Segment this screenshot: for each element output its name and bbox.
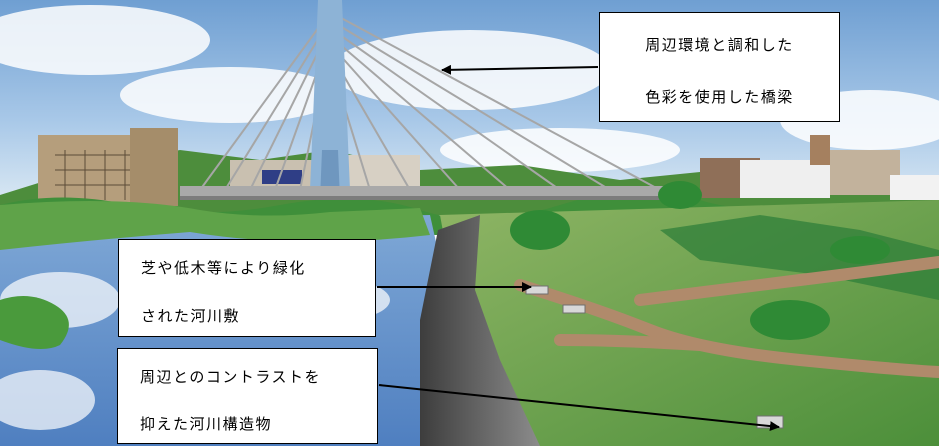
bridge-callout-line2: 色彩を使用した橋梁 — [645, 88, 794, 106]
cable-stayed-bridge — [180, 0, 690, 200]
structure-arrow — [378, 384, 780, 432]
walking-paths — [514, 256, 939, 378]
bridge-callout: 周辺環境と調和した 色彩を使用した橋梁 — [599, 12, 840, 122]
shrubs — [510, 181, 890, 340]
riverbed-callout-line1: 芝や低木等により緑化 — [141, 259, 306, 277]
embankment-slopes — [660, 215, 939, 300]
riverbed-callout: 芝や低木等により緑化 された河川敷 — [118, 239, 376, 337]
river-revetment — [420, 215, 540, 446]
structure-callout-line1: 周辺とのコントラストを — [140, 368, 322, 386]
bridge-callout-line1: 周辺環境と調和した — [645, 36, 794, 54]
structure-callout-line2: 抑えた河川構造物 — [140, 415, 273, 433]
river-island — [0, 296, 69, 349]
structure-callout: 周辺とのコントラストを 抑えた河川構造物 — [117, 348, 378, 444]
bridge-arrow — [441, 64, 599, 75]
riverbed-callout-line2: された河川敷 — [141, 307, 241, 325]
buildings-right — [700, 135, 939, 200]
left-bank-vegetation — [0, 201, 430, 250]
